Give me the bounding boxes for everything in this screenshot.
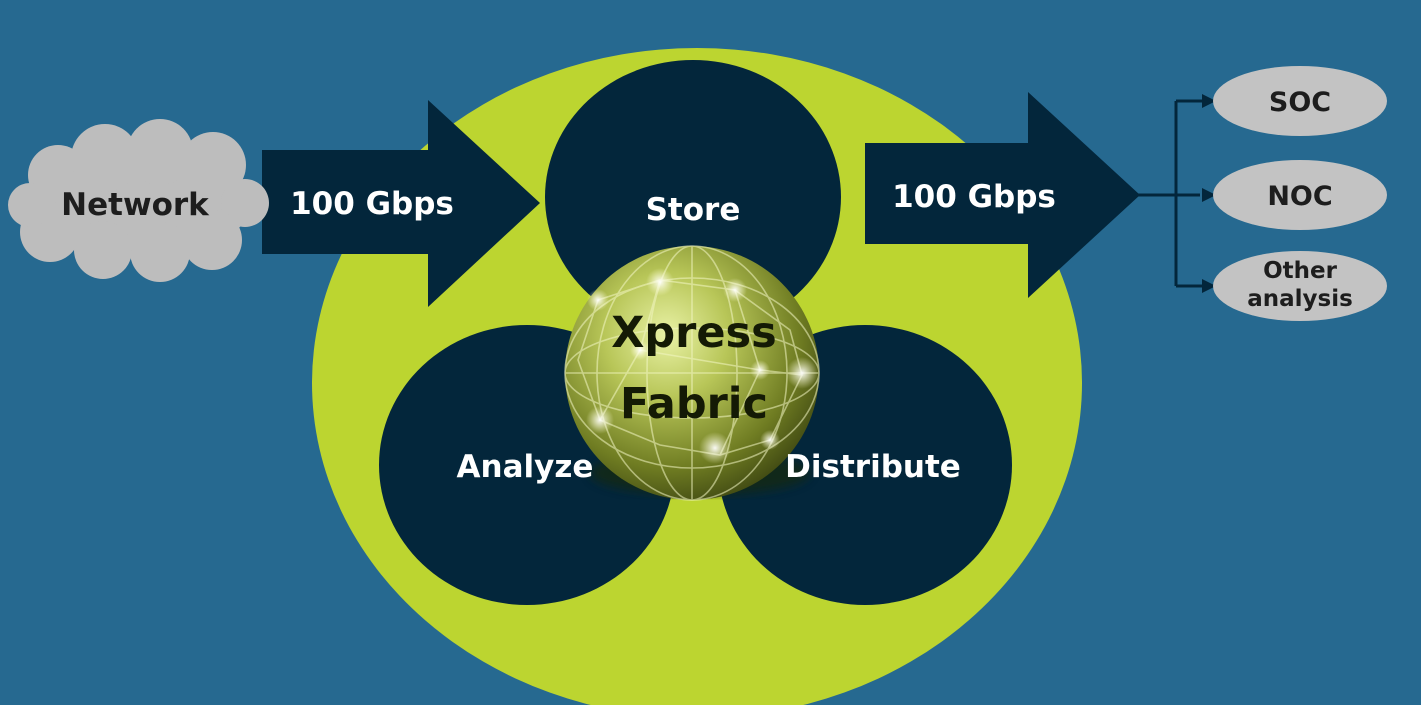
network-label: Network (61, 187, 210, 223)
other-analysis-oval (1213, 251, 1387, 321)
distribute-label: Distribute (785, 449, 961, 485)
xpress-label: Xpress (611, 308, 777, 358)
noc-oval (1213, 160, 1387, 230)
soc-label: SOC (1269, 87, 1331, 118)
fabric-label: Fabric (620, 379, 768, 429)
noc-label: NOC (1267, 181, 1332, 212)
output-rate-label: 100 Gbps (892, 179, 1056, 215)
output-arrow (865, 92, 1140, 298)
destination-connectors (1138, 99, 1204, 288)
input-rate-label: 100 Gbps (290, 186, 454, 222)
network-cloud (8, 119, 269, 282)
input-arrow (262, 100, 540, 307)
soc-oval (1213, 66, 1387, 136)
store-label: Store (646, 192, 741, 228)
xpress-fabric-globe (564, 245, 820, 501)
other-label: Other (1263, 258, 1338, 284)
store-circle (545, 60, 841, 334)
analysis-label: analysis (1247, 286, 1353, 312)
connector-arrowheads (1202, 94, 1216, 293)
analyze-label: Analyze (457, 449, 594, 485)
